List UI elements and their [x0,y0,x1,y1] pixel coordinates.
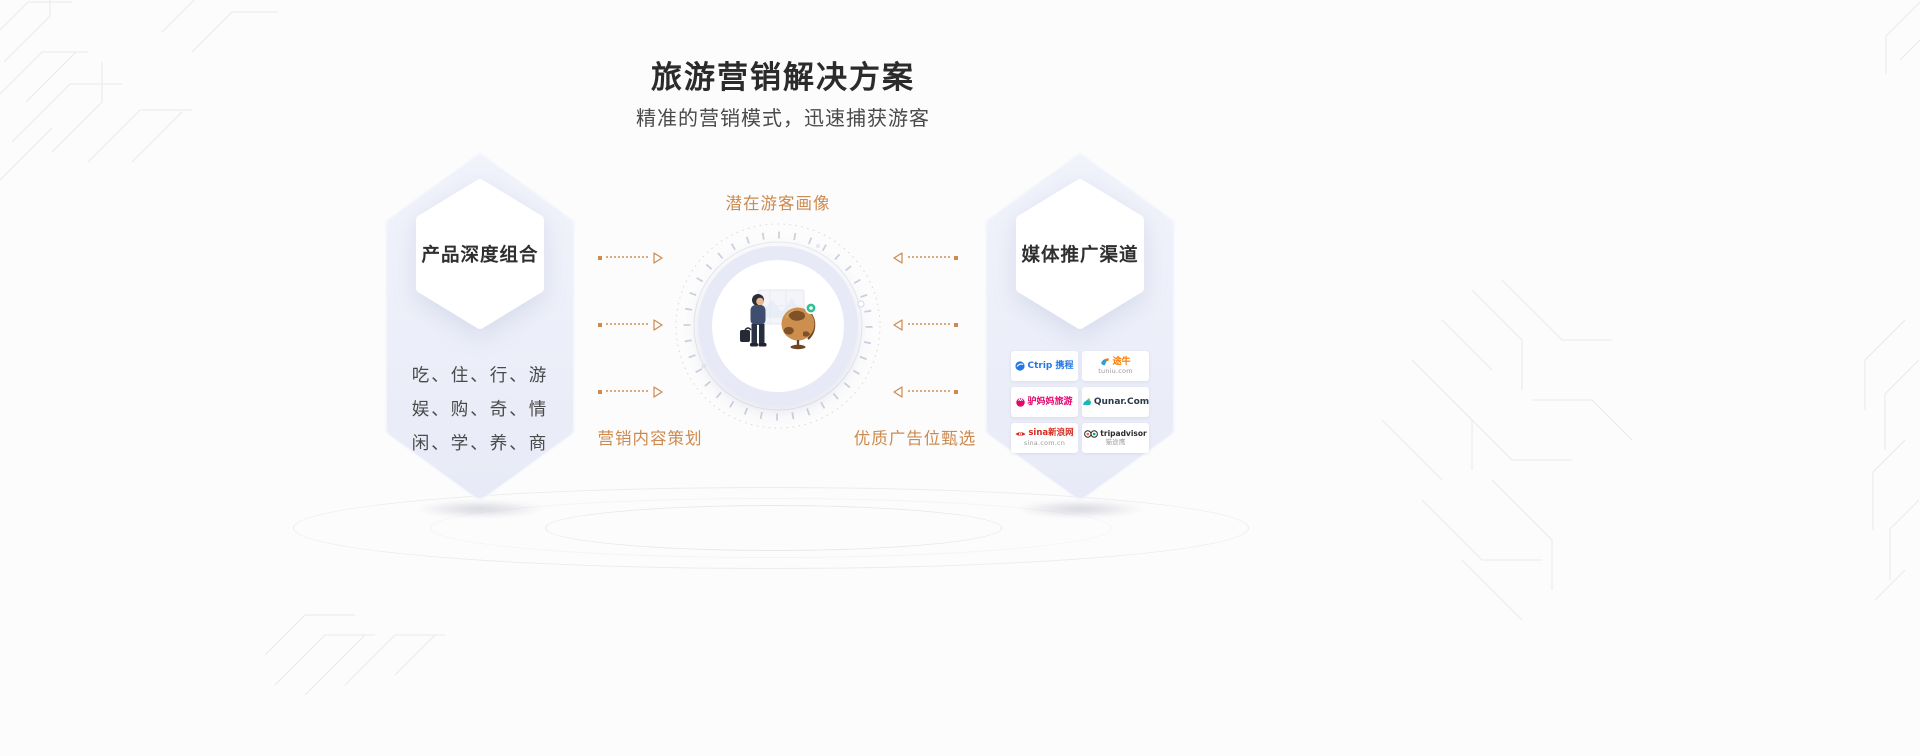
tuniu-bird-icon [1101,358,1110,366]
arrow-dotted-line [908,390,950,392]
sina-eye-icon [1015,432,1026,436]
dial-dotted-ring [675,223,881,429]
product-categories-line: 吃、住、行、游 [411,366,549,386]
section-subtitle: 精准的营销模式，迅速捕获游客 [636,106,930,130]
logo-text: Ctrip 携程 [1027,360,1074,371]
flow-arrow-left-2 [598,318,664,332]
product-categories-line: 闲、学、养、商 [411,434,549,454]
traveler-illustration [740,294,767,347]
flow-arrow-right-2 [892,318,958,332]
logo-subtext: 猫途鹰 [1105,438,1126,447]
ripple-ellipse-middle [430,498,1112,558]
white-hexagon [1016,179,1144,329]
dial-ticks [683,231,873,421]
product-combination-card: 产品深度组合 吃、住、行、游 娱、购、奇、情 闲、学、养、商 [385,153,575,501]
arrow-dot [598,323,602,327]
arrow-dot [954,323,958,327]
arrow-dot [598,256,602,260]
arrow-dot [954,390,958,394]
product-combination-title: 产品深度组合 [421,245,539,266]
arrow-head-icon [653,252,663,264]
dial-deco-dot [816,244,820,248]
arrow-dotted-line [606,256,648,258]
arrow-dotted-line [908,256,950,258]
arrow-head-icon [893,386,903,398]
arrow-dot [954,256,958,260]
media-channels-title: 媒体推广渠道 [1021,245,1139,266]
arrow-head-icon [653,319,663,331]
dial-deco-dot [857,300,865,308]
logo-text: 驴妈妈旅游 [1027,396,1073,407]
arrow-head-icon [893,319,903,331]
dial-inner-circle [712,260,844,392]
arrow-dot [598,390,602,394]
tourist-profile-illustration [668,216,888,436]
flow-arrow-left-1 [598,251,664,265]
arrow-dotted-line [606,323,648,325]
logo-text: 途牛 [1112,356,1131,367]
globe-illustration [781,301,817,350]
logo-text: Qunar.Com [1093,396,1149,407]
logo-subtext: sina.com.cn [1023,438,1066,447]
media-channels-hexagon: 媒体推广渠道 [1013,177,1147,331]
logo-sina: sina新浪网 sina.com.cn [1011,423,1078,453]
arrow-dotted-line [606,390,648,392]
tourist-profile-label: 潜在游客画像 [725,194,831,213]
flow-arrow-left-3 [598,385,664,399]
logo-qunar: Qunar.Com [1082,387,1149,417]
section-title: 旅游营销解决方案 [651,60,915,96]
hexagon-shadow-left [415,500,545,518]
tripadvisor-owl-icon [1084,430,1099,438]
logo-lvmama: 驴妈妈旅游 [1011,387,1078,417]
arrow-dotted-line [908,323,950,325]
hexagon-shadow-right [1015,500,1145,518]
circuit-decoration-top-right [1885,1,1920,74]
qunar-camel-icon [1082,398,1091,405]
circuit-decoration-top-left [0,0,278,181]
logo-text: sina新浪网 [1028,428,1074,439]
product-categories-line: 娱、购、奇、情 [411,400,549,420]
white-hexagon [416,179,544,329]
ctrip-dolphin-icon [1015,361,1026,371]
product-combination-hexagon: 产品深度组合 [413,177,547,331]
flow-arrow-right-3 [892,385,958,399]
dial-graphic [675,223,881,429]
flow-arrow-right-1 [892,251,958,265]
media-channels-card: 媒体推广渠道 Ctrip 携程 途牛 tuniu.com 驴 [985,153,1175,501]
ad-selection-label: 优质广告位甄选 [853,429,977,448]
lvmama-donkey-icon [1016,397,1026,407]
circuit-decoration-right-edge [1864,320,1920,601]
logo-tuniu: 途牛 tuniu.com [1082,351,1149,381]
logo-ctrip: Ctrip 携程 [1011,351,1078,381]
arrow-head-icon [893,252,903,264]
arrow-head-icon [653,386,663,398]
ripple-ellipse-inner [545,505,1002,551]
logo-text: tripadvisor [1100,428,1147,438]
logo-tripadvisor: tripadvisor 猫途鹰 [1082,423,1149,453]
circuit-decoration-bottom-left [265,614,445,695]
logo-subtext: tuniu.com [1098,367,1133,376]
dial-deco-dot [701,363,707,369]
location-pin-icon [805,301,817,314]
product-categories-list: 吃、住、行、游 娱、购、奇、情 闲、学、养、商 [385,359,575,461]
circuit-decoration-right [1381,280,1632,621]
media-logos-grid: Ctrip 携程 途牛 tuniu.com 驴妈妈旅游 [1011,351,1149,453]
ripple-ellipse-outer [293,487,1249,569]
content-planning-label: 营销内容策划 [597,429,703,448]
dial-thin-ring [693,241,863,411]
